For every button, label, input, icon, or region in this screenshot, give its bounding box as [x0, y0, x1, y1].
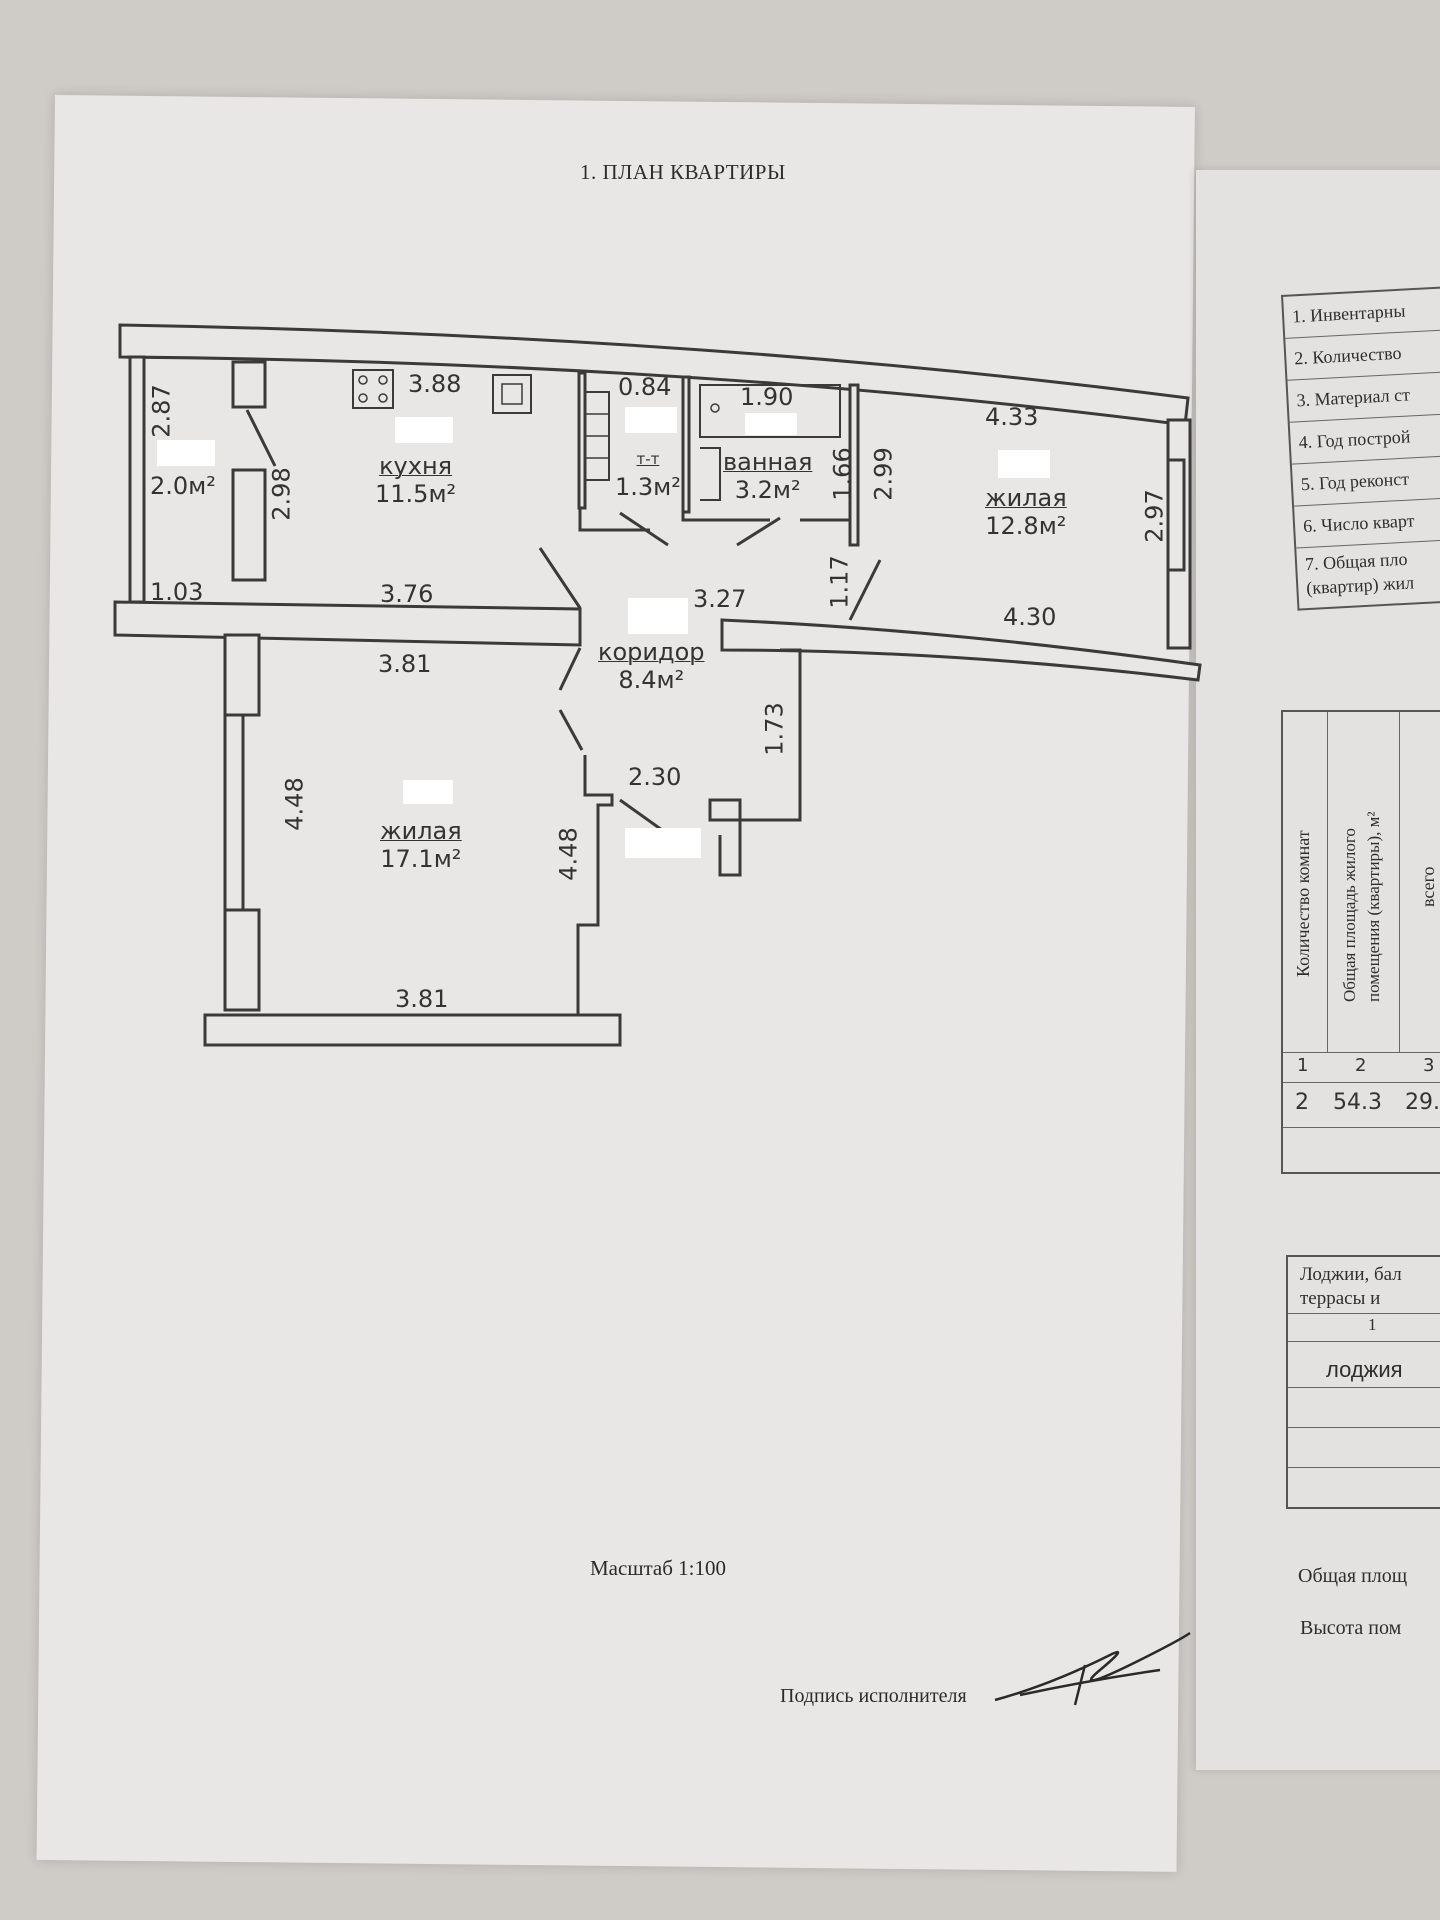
area-header-total: Общая площадь жилого помещения (квартиры…	[1340, 811, 1383, 1003]
plan-title: 1. ПЛАН КВАРТИРЫ	[580, 160, 786, 184]
room-corridor-area: 8.4м²	[618, 666, 685, 694]
room-wc: т-т 1.3м²	[615, 445, 681, 501]
room-living-east-name: жилая	[985, 484, 1067, 512]
info-table: 1. Инвентарны 2. Количество 3. Материал …	[1281, 285, 1440, 611]
signature-label: Подпись исполнителя	[780, 1685, 967, 1707]
info-row: 5. Год реконст	[1291, 455, 1440, 507]
wall-pantry-partition	[231, 360, 267, 409]
room-living-east: жилая 12.8м²	[985, 484, 1067, 540]
signature-mark	[994, 1631, 1191, 1706]
room-living-south-area: 17.1м²	[380, 845, 462, 873]
footer-height: Высота пом	[1300, 1617, 1402, 1639]
room-bath-name: ванная	[723, 448, 813, 476]
info-row: 6. Число кварт	[1294, 497, 1440, 549]
wall-south-bottom	[203, 1013, 622, 1047]
stove-icon	[352, 369, 394, 409]
room-kitchen-area: 11.5м²	[375, 480, 457, 508]
dim-2-99: 2.99	[869, 447, 898, 501]
dim-4-48-right: 4.48	[554, 827, 583, 881]
area-value-rooms: 2	[1295, 1090, 1309, 1115]
bathtub-icon	[699, 384, 841, 438]
wall-mid-right	[720, 618, 1202, 682]
area-num-1: 1	[1297, 1055, 1309, 1076]
redaction-corridor	[628, 598, 688, 634]
area-header-all: всего	[1418, 866, 1438, 907]
loggia-header: Лоджии, бал террасы и	[1300, 1264, 1402, 1309]
loggia-table: Лоджии, бал террасы и 1 лоджия	[1286, 1255, 1440, 1509]
area-num-2: 2	[1355, 1055, 1367, 1076]
wall-south-left	[223, 633, 261, 717]
area-num-3: 3	[1423, 1055, 1435, 1076]
redaction-bath	[745, 413, 797, 435]
dim-2-30: 2.30	[628, 763, 682, 791]
redaction-closet	[625, 828, 701, 858]
room-living-south-name: жилая	[380, 817, 462, 845]
room-living-south: жилая 17.1м²	[380, 817, 462, 873]
dim-1-17: 1.17	[825, 555, 854, 609]
scale-label: Масштаб 1:100	[590, 1556, 727, 1580]
dim-2-97: 2.97	[1140, 489, 1169, 543]
dim-4-48-left: 4.48	[280, 777, 309, 831]
dim-4-30: 4.30	[1003, 603, 1057, 631]
room-corridor-name: коридор	[598, 638, 705, 666]
sink-icon	[492, 374, 532, 414]
dim-0-84: 0.84	[618, 373, 672, 401]
dim-3-76: 3.76	[380, 580, 434, 608]
room-wc-name: т-т	[636, 450, 660, 468]
dim-1-66: 1.66	[828, 447, 857, 501]
dim-1-90: 1.90	[740, 383, 794, 411]
room-living-east-area: 12.8м²	[985, 512, 1067, 540]
redaction-wc	[625, 407, 677, 433]
dim-3-81-top: 3.81	[378, 650, 432, 678]
room-pantry-area: 2.0м²	[150, 472, 216, 500]
area-header-rooms: Количество комнат	[1293, 830, 1313, 977]
dim-4-33: 4.33	[985, 403, 1039, 431]
room-wc-area: 1.3м²	[615, 473, 681, 501]
dim-3-81-bottom: 3.81	[395, 985, 449, 1013]
loggia-row: лоджия	[1326, 1357, 1403, 1382]
room-corridor: коридор 8.4м²	[598, 638, 705, 694]
footer-total-area: Общая площ	[1298, 1565, 1408, 1587]
dim-1-73: 1.73	[760, 702, 789, 756]
room-kitchen-name: кухня	[379, 452, 453, 480]
wall-mid-left	[113, 600, 582, 647]
wall-pantry-left	[128, 355, 146, 604]
dim-2-98: 2.98	[267, 467, 296, 521]
redaction-pantry	[157, 440, 215, 466]
dim-2-87: 2.87	[147, 384, 176, 438]
info-row: 7. Общая пло (квартир) жил	[1304, 548, 1415, 599]
redaction-living-south	[403, 780, 453, 804]
loggia-num: 1	[1368, 1315, 1377, 1334]
area-table: Количество комнат Общая площадь жилого п…	[1281, 710, 1440, 1174]
room-kitchen: кухня 11.5м²	[375, 452, 456, 508]
area-value-all: 29.	[1405, 1090, 1440, 1115]
redaction-living-east	[998, 450, 1050, 478]
room-bath-area: 3.2м²	[734, 476, 801, 504]
area-value-total: 54.3	[1333, 1090, 1382, 1115]
dim-3-27: 3.27	[693, 585, 747, 613]
redaction-kitchen	[395, 417, 453, 443]
room-pantry: 2.0м²	[150, 472, 216, 500]
dim-1-03: 1.03	[150, 578, 204, 606]
dim-3-88: 3.88	[408, 370, 462, 398]
room-bath: ванная 3.2м²	[723, 448, 812, 504]
